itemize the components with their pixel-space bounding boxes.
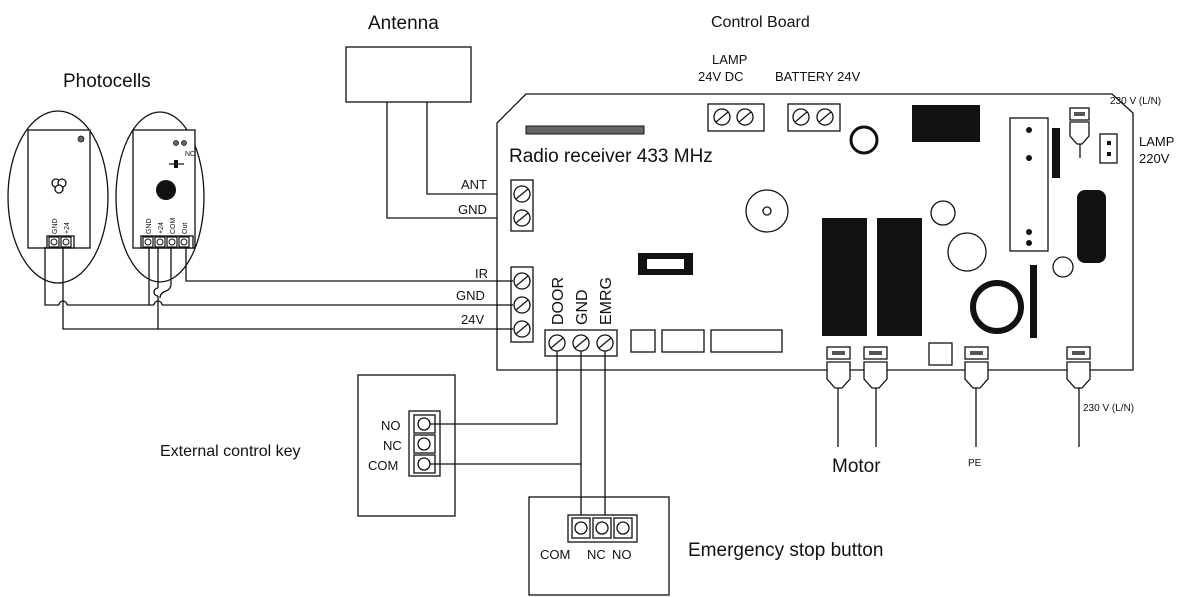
rx-24-label: +24 bbox=[158, 222, 165, 234]
lamp-dc-label-2: 24V DC bbox=[698, 69, 744, 84]
v24-label: 24V bbox=[461, 312, 484, 327]
control-board-title: Control Board bbox=[711, 14, 810, 31]
radio-receiver-strip bbox=[525, 125, 645, 135]
capacitor-small-2 bbox=[1052, 256, 1074, 278]
fuse-holder bbox=[1009, 117, 1049, 252]
connector-medium bbox=[661, 329, 705, 353]
ext-com-label: COM bbox=[368, 458, 398, 473]
fuse-bar bbox=[1052, 128, 1060, 178]
rx-24-terminal bbox=[154, 236, 166, 248]
capacitor-large bbox=[947, 232, 987, 272]
emerg-nc-screw bbox=[595, 521, 609, 535]
emerg-nc-label: NC bbox=[587, 547, 606, 562]
antenna-box bbox=[345, 46, 472, 103]
rx-gnd-terminal bbox=[142, 236, 154, 248]
external-key-title: External control key bbox=[160, 443, 301, 460]
rx-com-terminal bbox=[166, 236, 178, 248]
antenna-gnd-wire bbox=[386, 102, 513, 219]
connector-long bbox=[710, 329, 783, 353]
v24-wire bbox=[62, 247, 513, 330]
gnd-label: GND bbox=[456, 288, 485, 303]
ir-label: IR bbox=[475, 266, 488, 281]
mains-top-label: 230 V (L/N) bbox=[1110, 96, 1161, 107]
lamp220-label-1: LAMP bbox=[1139, 134, 1174, 149]
lamp-dc-label-1: LAMP bbox=[712, 52, 747, 67]
varistor bbox=[1077, 190, 1106, 263]
battery-label: BATTERY 24V bbox=[775, 69, 861, 84]
door-gnd-label: GND bbox=[574, 289, 591, 325]
connector-3pin bbox=[928, 342, 953, 366]
emerg-com-screw bbox=[574, 521, 588, 535]
ant-gnd-label: GND bbox=[458, 202, 487, 217]
radio-receiver-label: Radio receiver 433 MHz bbox=[509, 146, 713, 167]
ext-no-label: NO bbox=[381, 418, 401, 433]
rx-nc-label: NC bbox=[185, 151, 195, 158]
toroid-coil bbox=[970, 280, 1024, 334]
ir-wire bbox=[185, 247, 513, 282]
rx-out-terminal bbox=[178, 236, 190, 248]
mains-bottom-spade bbox=[1066, 361, 1091, 389]
connector-small bbox=[630, 329, 656, 353]
motor-spade-1 bbox=[826, 361, 851, 389]
antenna-ant-wire bbox=[426, 102, 513, 195]
ext-nc-label: NC bbox=[383, 438, 402, 453]
antenna-title: Antenna bbox=[368, 13, 439, 34]
tx-gnd-label: GND bbox=[52, 218, 59, 234]
ant-label: ANT bbox=[461, 177, 487, 192]
capacitor-small-1 bbox=[930, 200, 956, 226]
emerg-no-label: NO bbox=[612, 547, 632, 562]
heatsink-strip bbox=[1030, 265, 1037, 338]
lamp220-connector bbox=[1099, 133, 1118, 164]
door-wire bbox=[430, 351, 558, 425]
rx-out-label: Out bbox=[182, 223, 189, 234]
transformer-block bbox=[912, 105, 980, 142]
tx-gnd-terminal bbox=[48, 236, 60, 248]
rx-gnd-label: GND bbox=[146, 218, 153, 234]
relay-1 bbox=[822, 218, 867, 336]
ext-nc-screw bbox=[417, 437, 431, 451]
emerg-com-label: COM bbox=[540, 547, 570, 562]
rx-com-label: COM bbox=[170, 218, 177, 235]
relay-2 bbox=[877, 218, 922, 336]
emerg-no-screw bbox=[616, 521, 630, 535]
pe-spade bbox=[964, 361, 989, 389]
emrg-label: EMRG bbox=[598, 277, 615, 325]
motor-spade-2 bbox=[863, 361, 888, 389]
photocells-title: Photocells bbox=[63, 71, 151, 92]
emergency-stop-title: Emergency stop button bbox=[688, 540, 883, 561]
indicator-ring bbox=[849, 125, 879, 155]
lamp220-label-2: 220V bbox=[1139, 151, 1170, 166]
emergency-stop-box bbox=[528, 496, 670, 596]
mains-bottom-label: 230 V (L/N) bbox=[1083, 403, 1134, 414]
rx-com-jumper bbox=[159, 283, 172, 299]
motor-label: Motor bbox=[832, 456, 881, 477]
tx-24-label: +24 bbox=[64, 222, 71, 234]
photocell-rx-lens bbox=[156, 180, 176, 200]
pe-label: PE bbox=[968, 458, 982, 469]
tx-24-terminal bbox=[60, 236, 72, 248]
mains-top-spade bbox=[1069, 121, 1090, 145]
door-label: DOOR bbox=[550, 277, 567, 325]
gnd-wire bbox=[44, 247, 59, 306]
